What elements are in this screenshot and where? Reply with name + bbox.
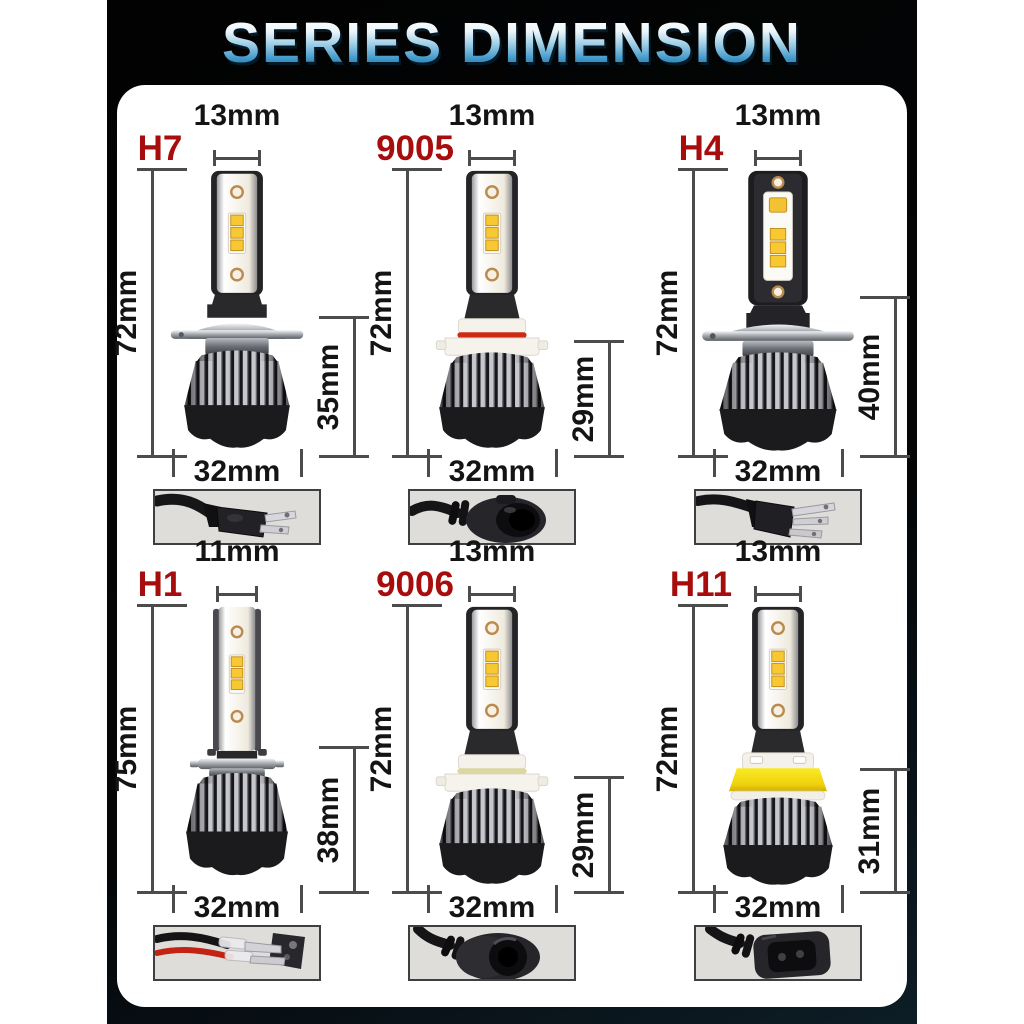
connector-photo-h7 [153, 489, 321, 545]
connector-photo-h11 [694, 925, 862, 981]
bulb-illustration-h7 [170, 170, 304, 448]
header-band: SERIES DIMENSION [107, 0, 917, 86]
bottom-width-value: 32mm [734, 455, 822, 488]
bulb-illustration-h4 [702, 170, 854, 451]
figure-h7: H7 13mm 72mm 35mm [110, 97, 369, 549]
base-height-dimension: 40mm [853, 296, 910, 458]
bottom-width-value: 32mm [193, 455, 281, 488]
top-width-bracket [754, 586, 802, 602]
base-height-dimension: 38mm [312, 746, 369, 894]
bulb-type-label-9005: 9005 [376, 129, 454, 168]
content-panel: H7 13mm 72mm 35mm [110, 85, 910, 1007]
bottom-width-tick [555, 449, 558, 477]
height-dimension: 72mm [651, 604, 728, 894]
base-height-dimension: 29mm [567, 776, 624, 894]
bottom-width-tick [713, 885, 716, 913]
bulb-type-label-h1: H1 [137, 565, 183, 604]
top-width-value: 13mm [193, 99, 281, 132]
top-width-bracket [213, 150, 261, 166]
base-height-dimension: 31mm [853, 768, 910, 894]
bottom-width-tick [300, 449, 303, 477]
bulb-illustration-9005 [435, 170, 549, 448]
connector-photo-9005 [408, 489, 576, 545]
height-dimension: 72mm [365, 604, 442, 894]
figure-9006: 9006 13mm 72mm 29mm [365, 533, 624, 985]
bottom-width-tick [555, 885, 558, 913]
figure-9005: 9005 13mm 72mm 29mm [365, 97, 624, 549]
bulb-illustration-h1 [186, 606, 288, 876]
bulb-illustration-h11 [723, 606, 833, 885]
height-dimension: 72mm [365, 168, 442, 458]
top-width-bracket [468, 150, 516, 166]
top-width-bracket [468, 586, 516, 602]
height-dimension: 75mm [110, 604, 187, 894]
figure-h11: H11 13mm 72mm 31mm [651, 533, 910, 985]
top-width-value: 11mm [194, 535, 280, 568]
top-width-value: 13mm [448, 535, 536, 568]
bottom-width-tick [841, 449, 844, 477]
bottom-width-tick [300, 885, 303, 913]
bottom-width-tick [713, 449, 716, 477]
9006-round-socket-image [413, 927, 540, 979]
height-dimension: 72mm [110, 168, 187, 458]
top-width-value: 13mm [734, 535, 822, 568]
bottom-width-tick [172, 449, 175, 477]
figure-h1: H1 11mm 75mm 38mm [110, 533, 369, 985]
page-title: SERIES DIMENSION [222, 10, 802, 75]
bottom-width-value: 32mm [193, 891, 281, 924]
bottom-width-tick [172, 885, 175, 913]
bottom-width-value: 32mm [448, 891, 536, 924]
figure-h4: H4 13mm 72mm 40mm [651, 97, 910, 549]
connector-photo-9006 [408, 925, 576, 981]
connector-photo-h1 [153, 925, 321, 981]
top-width-value: 13mm [448, 99, 536, 132]
h4-three-pin-plug-image [696, 494, 836, 539]
bulb-type-label-9006: 9006 [376, 565, 454, 604]
base-height-dimension: 35mm [312, 316, 369, 458]
bulb-type-label-h4: H4 [678, 129, 724, 168]
connector-photo-h4 [694, 489, 862, 545]
bottom-width-tick [427, 449, 430, 477]
bottom-width-tick [427, 885, 430, 913]
bottom-width-tick [841, 885, 844, 913]
base-height-dimension: 29mm [567, 340, 624, 458]
black-stage-background: SERIES DIMENSION H7 13mm 72mm 35mm [107, 0, 917, 1024]
bottom-width-value: 32mm [448, 455, 536, 488]
top-width-bracket [754, 150, 802, 166]
h7-two-pin-plug-image [155, 493, 297, 538]
h11-square-socket-image [705, 927, 831, 979]
bulb-type-label-h7: H7 [137, 129, 183, 168]
9005-oval-socket-image [410, 495, 546, 543]
bulb-type-label-h11: H11 [669, 565, 733, 604]
h1-spade-terminals-image [155, 932, 305, 969]
top-width-bracket [216, 586, 258, 602]
top-width-value: 13mm [734, 99, 822, 132]
bottom-width-value: 32mm [734, 891, 822, 924]
bulb-illustration-9006 [435, 606, 549, 884]
height-dimension: 72mm [651, 168, 728, 458]
